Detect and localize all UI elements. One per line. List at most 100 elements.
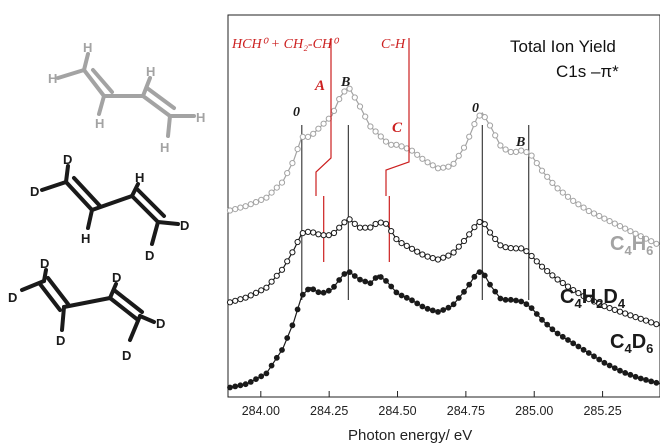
x-tick-label: 284.50 (378, 404, 416, 418)
series-marker (435, 309, 441, 315)
series-marker (294, 306, 301, 313)
series-marker (403, 294, 410, 301)
series-marker (393, 236, 400, 243)
series-marker (263, 284, 270, 291)
series-marker (424, 305, 431, 312)
series-marker (481, 114, 488, 121)
plot-frame (227, 14, 660, 398)
series-marker (476, 269, 483, 276)
series-marker (512, 245, 520, 252)
series-marker (455, 243, 462, 250)
series-marker (637, 315, 644, 322)
series-marker (565, 337, 571, 343)
series-marker (315, 289, 322, 296)
series-marker (559, 189, 566, 196)
series-marker (611, 220, 618, 227)
series-marker (226, 299, 234, 306)
atom-label: D (145, 248, 154, 263)
series-marker (533, 258, 540, 265)
series-marker (310, 229, 317, 236)
chart-title: Total Ion Yield (510, 37, 616, 56)
series-marker (492, 288, 499, 295)
series-marker (445, 163, 452, 170)
series-marker (226, 207, 234, 214)
series-marker (434, 165, 442, 172)
molecule-c4h2d4: D D H H D D (30, 152, 189, 263)
series-label-part: D (603, 286, 617, 308)
atom-label: H (81, 231, 90, 246)
series-marker (252, 199, 260, 206)
red-label-1: HCH⁰ + CH₂-CH⁰ (231, 37, 340, 52)
series-marker (533, 311, 540, 317)
series-marker (642, 317, 650, 324)
series-marker (419, 251, 426, 258)
series-marker (585, 207, 592, 215)
series-marker (403, 242, 410, 249)
series-marker (502, 296, 509, 303)
series-marker (263, 370, 270, 377)
series-marker (622, 225, 629, 232)
series-marker (330, 229, 338, 237)
series-marker (440, 254, 447, 261)
series-marker (528, 305, 535, 312)
series-marker (507, 148, 514, 156)
series-marker (653, 240, 660, 247)
series-label-part: C (560, 286, 574, 308)
series-marker (247, 201, 254, 208)
series-marker (440, 307, 447, 313)
series-marker (606, 362, 613, 369)
series-marker (507, 245, 514, 252)
series-marker (237, 204, 244, 211)
series-marker (367, 280, 374, 287)
series-marker (549, 326, 556, 333)
red-label-2: C-H (381, 37, 406, 52)
atom-label: H (83, 40, 92, 55)
series-marker (538, 263, 546, 270)
series-marker (533, 160, 540, 167)
series-marker (601, 215, 608, 222)
series-marker (367, 123, 374, 130)
chart-subtitle: C1s –π* (556, 62, 619, 81)
atom-label: H (48, 71, 57, 86)
series-marker (414, 151, 421, 158)
series-marker (362, 113, 369, 120)
series-marker (492, 132, 499, 139)
atom-label: D (112, 270, 121, 285)
series-marker (429, 307, 436, 314)
series-marker (648, 238, 655, 245)
series-marker (549, 272, 556, 279)
series-marker (575, 201, 582, 208)
series-marker (284, 258, 291, 265)
series-marker (299, 230, 306, 237)
series-marker (642, 235, 650, 242)
series-marker (263, 194, 270, 201)
series-marker (330, 107, 338, 115)
series-marker (606, 218, 613, 225)
series-marker (637, 233, 644, 240)
molecule-c4d6: D D D D D D (8, 256, 165, 363)
series-marker (232, 297, 239, 304)
series-marker (523, 301, 530, 308)
series-marker (575, 290, 582, 297)
atom-label: D (30, 184, 39, 199)
series-marker (341, 271, 348, 277)
series-marker (341, 219, 348, 226)
series-marker (237, 296, 244, 303)
series-marker (627, 228, 634, 235)
series-marker (632, 373, 639, 380)
series-label-subscript: 4 (618, 296, 626, 311)
series-marker (372, 220, 379, 228)
series-marker (637, 375, 644, 382)
series-marker (460, 237, 468, 245)
atom-label: D (63, 152, 72, 167)
series-marker (492, 235, 499, 243)
series-marker (580, 293, 587, 300)
series-marker (227, 384, 233, 391)
series-marker (559, 279, 566, 287)
series-marker (294, 146, 301, 153)
series-marker (351, 94, 358, 101)
series-marker (419, 155, 426, 162)
series-marker (502, 146, 509, 153)
series-marker (336, 277, 343, 283)
series-marker (382, 138, 390, 145)
